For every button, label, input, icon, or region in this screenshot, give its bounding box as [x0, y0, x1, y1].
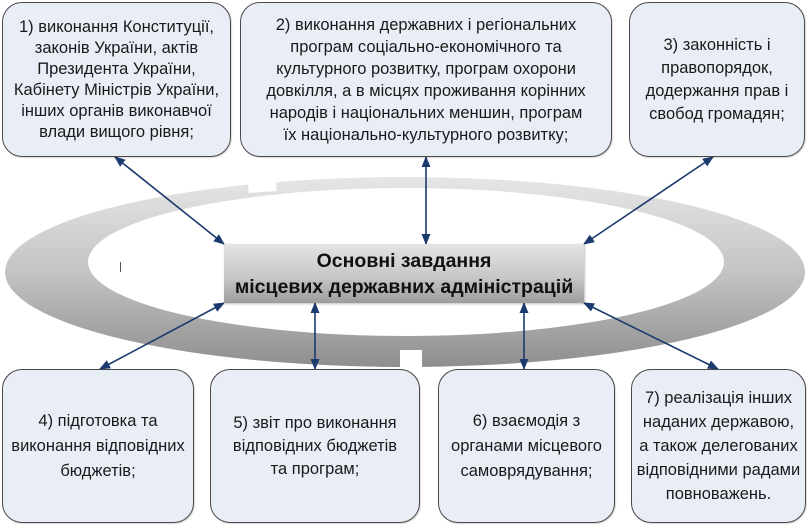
- task-box-6: 6) взаємодія з органами місцевого самовр…: [438, 369, 615, 523]
- task-text-1: 1) виконання Конституції, законів Україн…: [13, 17, 220, 141]
- task-box-3: 3) законність і правопорядок, додержання…: [629, 2, 805, 157]
- connector-arrow-4: [99, 302, 225, 370]
- task-box-1: 1) виконання Конституції, законів Україн…: [2, 2, 231, 157]
- ring-gap-top: [247, 171, 277, 193]
- connector-arrow-3: [583, 156, 714, 245]
- ring-gap-bottom: [400, 350, 422, 370]
- task-text-2: 2) виконання державних і регіональних пр…: [266, 15, 586, 144]
- task-box-4: 4) підготовка та виконання відповідних б…: [2, 369, 194, 523]
- task-text-4: 4) підготовка та виконання відповідних б…: [11, 411, 185, 480]
- connector-arrow-1: [114, 156, 225, 245]
- task-box-7: 7) реалізація інших наданих державою, а …: [631, 369, 806, 523]
- task-text-6: 6) взаємодія з органами місцевого самовр…: [451, 411, 602, 480]
- text-cursor-mark: [120, 262, 121, 272]
- central-title-line-1: Основні завдання: [316, 249, 492, 272]
- connector-arrow-7: [582, 302, 720, 370]
- task-text-5: 5) звіт про виконання відповідних бюджет…: [232, 413, 398, 478]
- task-text-3: 3) законність і правопорядок, додержання…: [645, 35, 789, 123]
- task-box-5: 5) звіт про виконання відповідних бюджет…: [210, 369, 420, 523]
- task-box-2: 2) виконання державних і регіональних пр…: [240, 2, 612, 157]
- central-title-line-2: місцевих державних адміністрацій: [234, 275, 574, 298]
- central-topic-box: Основні завдання місцевих державних адмі…: [224, 244, 584, 303]
- task-text-7: 7) реалізація інших наданих державою, а …: [636, 389, 801, 503]
